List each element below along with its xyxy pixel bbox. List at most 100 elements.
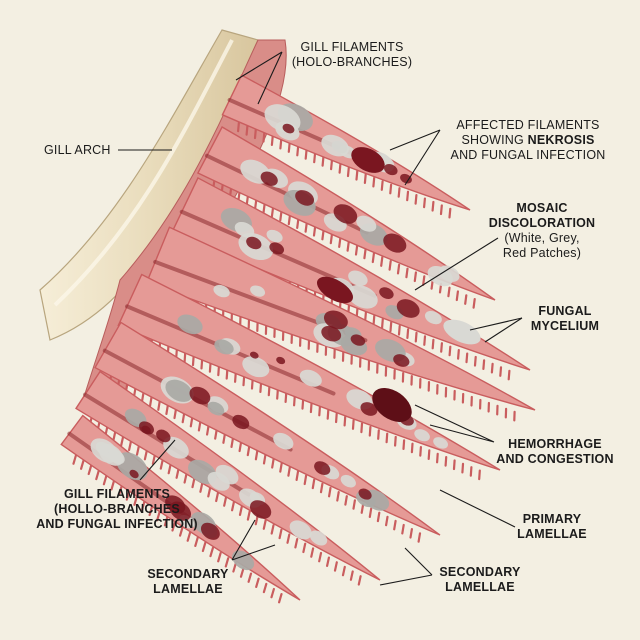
gill-arch-highlight (53, 39, 234, 307)
necrosis-spot (314, 461, 331, 475)
gill-filaments (60, 74, 536, 604)
fungal-mycelium-patch (242, 356, 270, 378)
fungal-mycelium-patch (414, 429, 430, 442)
fungal-mycelium-patch (356, 215, 377, 232)
leader-mosaic (414, 237, 499, 291)
necrosis-spot (400, 173, 412, 184)
label-line: LAMELLAE (445, 580, 515, 594)
necrosis-spot (393, 354, 410, 367)
label-bold-nekrosis: NEKROSIS (527, 133, 595, 147)
label-line: SECONDARY (439, 565, 521, 579)
leader-gill-filaments-top (235, 51, 283, 105)
label-line: (HOLLO-BRANCHES (54, 502, 180, 516)
label-gill-arch: GILL ARCH (44, 143, 111, 158)
necrosis-lesion (316, 276, 354, 304)
fungal-mycelium-patch (340, 474, 356, 488)
label-line: HEMORRHAGE (508, 437, 602, 451)
fungal-mycelium-patch (234, 221, 255, 238)
fungal-mycelium-patch (215, 464, 239, 485)
necrosis-spot (383, 233, 407, 253)
necrosis-spot (246, 236, 262, 250)
label-fungal-mycelium: FUNGAL MYCELIUM (510, 304, 620, 334)
label-secondary-lamellae-left: SECONDARY LAMELLAE (138, 567, 238, 597)
leader-gill-filaments-bottom (139, 439, 176, 481)
necrosis-spot (189, 386, 211, 405)
label-prefix: SHOWING (461, 133, 528, 147)
gill-filament (94, 321, 441, 543)
secondary-lamellae-fringe (72, 454, 283, 604)
label-line: (White, Grey, (504, 231, 580, 245)
label-affected-filaments: AFFECTED FILAMENTS SHOWING NEKROSIS AND … (430, 118, 626, 163)
necrosis-spot (358, 488, 372, 500)
leader-secondary-right (379, 547, 433, 586)
gill-filament (60, 414, 301, 604)
fungal-mycelium-patch (299, 369, 322, 387)
label-line: DISCOLORATION (488, 216, 596, 230)
gill-filament (75, 370, 381, 586)
necrosis-spot (350, 334, 366, 346)
label-line: AFFECTED FILAMENTS (456, 118, 600, 132)
fungal-mycelium-tuft (443, 319, 481, 345)
label-mosaic-discoloration: MOSAIC DISCOLORATION (White, Grey, Red P… (472, 201, 612, 261)
label-gill-filaments-bottom: GILL FILAMENTS (HOLLO-BRANCHES AND FUNGA… (22, 487, 212, 532)
fungal-mycelium-patch (309, 530, 328, 546)
necrosis-spot (295, 190, 315, 206)
label-line: SHOWING NEKROSIS (430, 133, 626, 148)
leader-affected-filaments (389, 129, 441, 186)
label-line: PRIMARY (522, 512, 582, 526)
necrosis-spot (260, 171, 278, 186)
leader-hemorrhage (414, 404, 495, 443)
label-line: GILL FILAMENTS (300, 40, 404, 54)
secondary-lamellae-fringe (237, 121, 452, 219)
fungal-mycelium-patch (108, 449, 125, 465)
fungal-mycelium-patch (289, 520, 312, 540)
necrosis-spot (141, 425, 151, 434)
fungal-mycelium-patch (266, 229, 283, 243)
leader-primary-lamellae (439, 489, 516, 528)
fungal-mycelium-patch (250, 285, 266, 297)
necrosis-spot (360, 402, 378, 416)
fungal-mycelium-patch (433, 437, 449, 449)
hemorrhage-lesion (372, 387, 412, 423)
necrosis-spot (333, 204, 358, 224)
fungal-mycelium-patch (207, 401, 225, 416)
necrosis-spot (396, 299, 420, 318)
fungal-mycelium-patch (163, 436, 189, 459)
necrosis-spot (321, 325, 342, 342)
label-line: LAMELLAE (153, 582, 223, 596)
fungal-mycelium-patch (165, 379, 193, 402)
necrosis-spot (169, 501, 192, 521)
label-gill-filaments-top: GILL FILAMENTS (HOLO-BRANCHES) (272, 40, 432, 70)
necrosis-lesion (351, 147, 385, 173)
necrosis-spot (200, 522, 220, 540)
label-hemorrhage: HEMORRHAGE AND CONGESTION (480, 437, 630, 467)
fungal-mycelium-patch (213, 284, 230, 298)
label-line: LAMELLAE (517, 527, 587, 541)
label-secondary-lamellae-right: SECONDARY LAMELLAE (425, 565, 535, 595)
label-line: MOSAIC (516, 201, 568, 215)
fungal-mycelium-patch (177, 314, 203, 335)
fungal-mycelium-patch (214, 339, 234, 355)
necrosis-spot (129, 469, 139, 479)
leader-secondary-left (231, 519, 276, 561)
fungal-mycelium-patch (321, 134, 349, 157)
necrosis-spot (276, 356, 286, 365)
fungal-mycelium-patch (273, 432, 294, 450)
label-line: AND CONGESTION (496, 452, 614, 466)
fungal-mycelium-patch (348, 270, 368, 286)
necrosis-spot (156, 429, 171, 443)
necrosis-spot (232, 414, 250, 430)
label-line: AND FUNGAL INFECTION (450, 148, 606, 162)
label-line: (HOLO-BRANCHES) (291, 55, 413, 69)
fungal-mycelium-patch (427, 265, 453, 287)
necrosis-spot (379, 287, 394, 299)
necrosis-spot (269, 242, 285, 255)
label-line: SECONDARY (147, 567, 229, 581)
necrosis-spot (282, 123, 295, 134)
leader-lines (118, 51, 523, 586)
fungal-mycelium-patch (347, 285, 378, 309)
necrosis-spot (323, 310, 348, 330)
label-line: MYCELIUM (530, 319, 600, 333)
